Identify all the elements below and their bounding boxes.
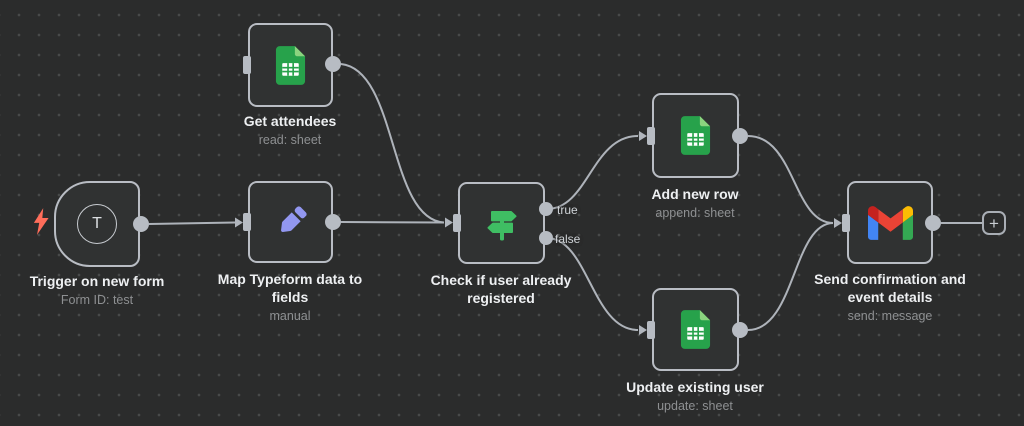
node-label-update-existing-user: Update existing user update: sheet xyxy=(607,378,783,414)
node-title: Map Typeform data to fields xyxy=(217,271,363,305)
node-label-get-attendees: Get attendees read: sheet xyxy=(202,112,378,148)
signpost-icon xyxy=(487,211,516,241)
node-subtitle: update: sheet xyxy=(657,399,733,413)
node-title: Get attendees xyxy=(243,113,337,129)
typeform-letter-icon: T xyxy=(77,204,117,244)
node-title: Update existing user xyxy=(626,379,764,395)
plus-icon: + xyxy=(989,213,999,233)
arrowhead-icon xyxy=(639,325,647,335)
connection-get-attendees-to-check[interactable] xyxy=(340,63,445,224)
google-sheets-icon xyxy=(680,310,711,349)
node-get-attendees[interactable] xyxy=(248,23,333,107)
node-title: Check if user already registered xyxy=(430,272,572,306)
add-node-button[interactable]: + xyxy=(982,211,1006,235)
connection-add-row-to-gmail[interactable] xyxy=(747,135,834,224)
google-sheets-icon xyxy=(275,45,306,85)
node-subtitle: manual xyxy=(269,309,311,323)
connection-check-true-to-add-row[interactable] xyxy=(546,135,639,210)
output-label-true: true xyxy=(557,203,578,217)
arrowhead-icon xyxy=(235,217,243,228)
node-send-confirmation-and-event-details[interactable] xyxy=(847,181,933,264)
node-add-new-row[interactable] xyxy=(652,93,739,178)
trigger-badge: T xyxy=(92,215,102,232)
node-subtitle: read: sheet xyxy=(258,133,322,147)
arrowhead-icon xyxy=(834,218,842,228)
connection-trigger-to-map[interactable] xyxy=(148,221,236,225)
node-label-map-typeform: Map Typeform data to fields manual xyxy=(202,270,378,324)
node-check-if-user-already-registered[interactable] xyxy=(458,182,545,264)
node-label-trigger: Trigger on new form Form ID: test xyxy=(9,272,185,308)
arrowhead-icon xyxy=(639,131,647,141)
node-label-send-confirmation: Send confirmation and event details send… xyxy=(802,270,978,324)
connection-map-to-check[interactable] xyxy=(340,221,445,224)
node-label-add-new-row: Add new row append: sheet xyxy=(607,185,783,221)
node-label-check-registered: Check if user already registered xyxy=(413,271,589,307)
output-label-false: false xyxy=(555,232,581,246)
node-title: Trigger on new form xyxy=(29,273,165,289)
node-trigger-on-new-form[interactable]: T xyxy=(54,181,140,267)
pencil-icon xyxy=(280,206,307,232)
node-subtitle: append: sheet xyxy=(655,206,735,220)
arrowhead-icon xyxy=(445,217,453,228)
gmail-icon xyxy=(867,205,913,240)
connection-check-false-to-update[interactable] xyxy=(546,237,639,331)
connection-update-to-gmail[interactable] xyxy=(747,222,834,331)
node-subtitle: send: message xyxy=(847,309,933,323)
lightning-bolt-icon xyxy=(33,208,49,235)
node-subtitle: Form ID: test xyxy=(60,293,134,307)
node-title: Send confirmation and event details xyxy=(814,271,966,305)
google-sheets-icon xyxy=(680,116,711,155)
node-map-typeform-data-to-fields[interactable] xyxy=(248,181,333,263)
node-update-existing-user[interactable] xyxy=(652,288,739,371)
node-title: Add new row xyxy=(651,186,739,202)
